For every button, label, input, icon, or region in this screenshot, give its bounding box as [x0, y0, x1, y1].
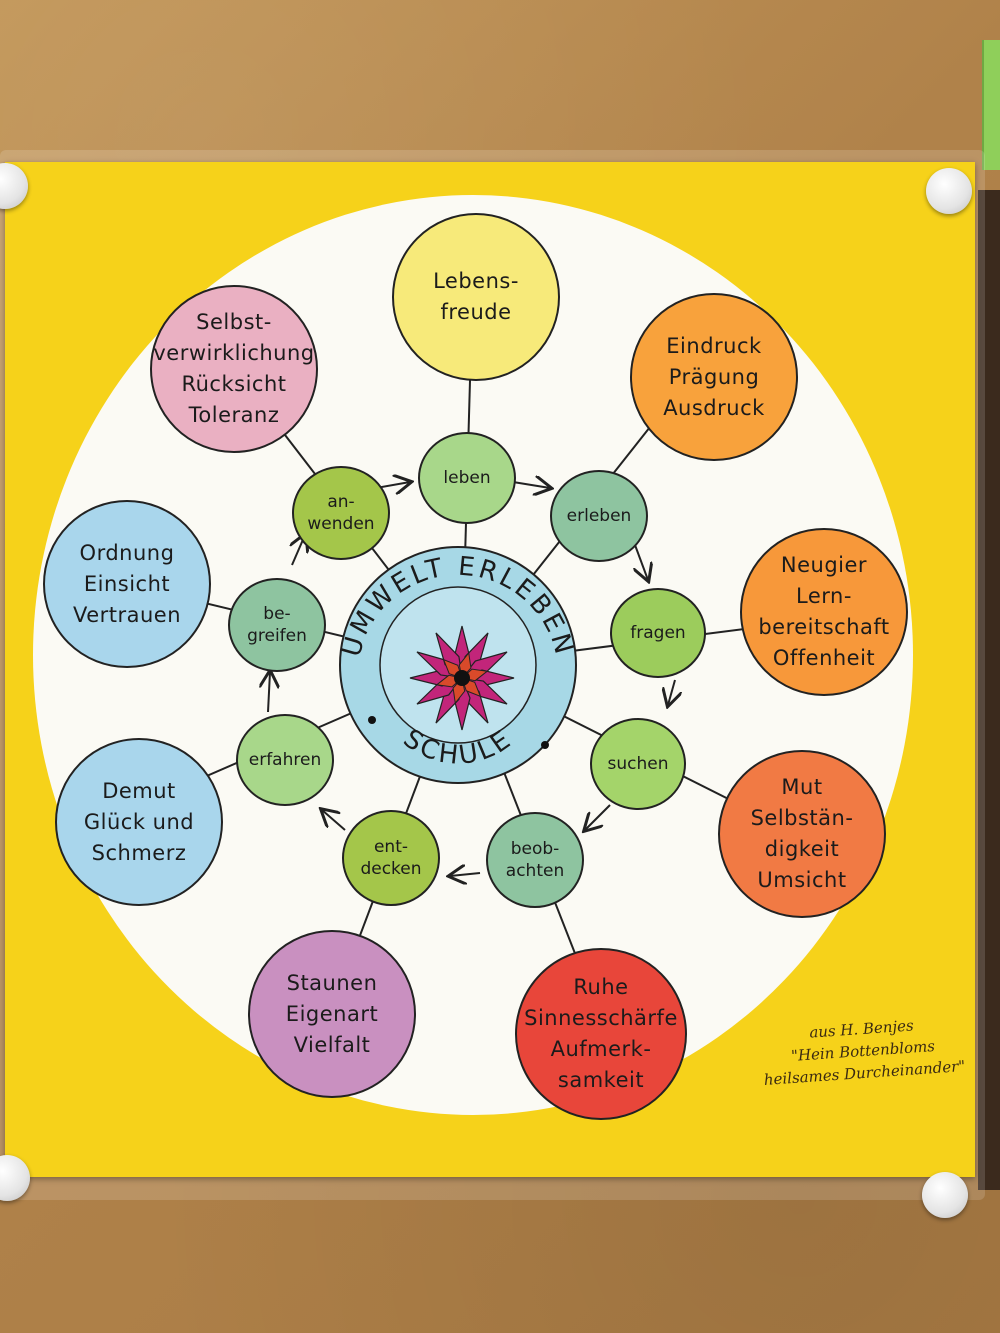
- node-leben: leben: [418, 432, 516, 524]
- node-fragen: fragen: [610, 588, 706, 678]
- adjacent-paper-edge: [982, 40, 1000, 170]
- flower-icon: [409, 625, 515, 731]
- center-dot-right: [541, 741, 549, 749]
- node-suchen: suchen: [590, 718, 686, 810]
- node-beobachten: beob- achten: [486, 812, 584, 908]
- node-entdecken: ent- decken: [342, 810, 440, 906]
- pushpin-top-right: [926, 168, 972, 214]
- node-begreifen: be- greifen: [228, 578, 326, 672]
- bubble-lebensfreude: Lebens-freude: [392, 213, 560, 381]
- node-anwenden: an- wenden: [292, 466, 390, 560]
- node-erleben: erleben: [550, 470, 648, 562]
- center-dot-left: [368, 716, 376, 724]
- node-erfahren: erfahren: [236, 714, 334, 806]
- pushpin-bottom-right: [922, 1172, 968, 1218]
- board-frame-edge: [978, 190, 1000, 1190]
